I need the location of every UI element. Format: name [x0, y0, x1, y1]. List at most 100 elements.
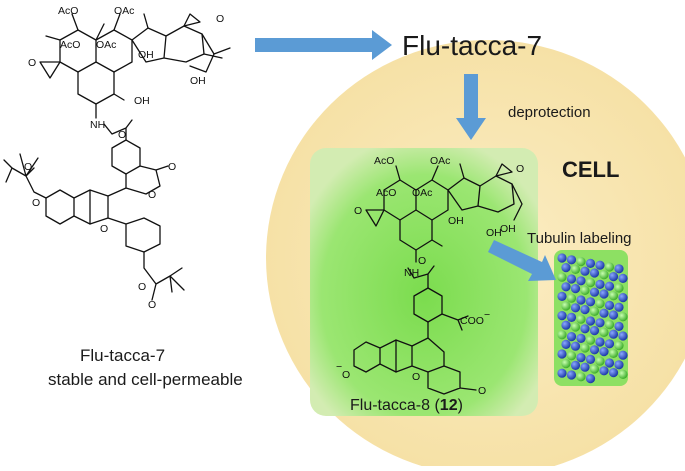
svg-text:O: O: [216, 13, 224, 25]
svg-text:O: O: [138, 281, 146, 293]
alpha-tubulin-sphere: [608, 310, 619, 320]
alpha-tubulin-sphere: [576, 353, 586, 363]
svg-text:O: O: [412, 371, 420, 383]
alpha-tubulin-sphere: [566, 370, 577, 380]
alpha-tubulin-sphere: [595, 279, 605, 289]
alpha-tubulin-sphere: [595, 260, 605, 270]
alpha-tubulin-sphere: [566, 274, 577, 284]
svg-text:OH: OH: [138, 49, 154, 61]
product-name-label: Flu-tacca-8 (12): [350, 397, 463, 415]
beta-tubulin-sphere: [557, 272, 567, 282]
alpha-tubulin-sphere: [618, 350, 628, 360]
alpha-tubulin-sphere: [604, 358, 615, 368]
alpha-tubulin-sphere: [557, 291, 567, 301]
svg-text:OH: OH: [190, 75, 206, 87]
svg-text:O: O: [342, 369, 350, 381]
alpha-tubulin-sphere: [566, 332, 577, 342]
beta-tubulin-sphere: [599, 270, 609, 280]
beta-tubulin-sphere: [585, 278, 596, 288]
alpha-tubulin-sphere: [618, 273, 628, 283]
alpha-tubulin-sphere: [599, 289, 609, 299]
alpha-tubulin-sphere: [608, 272, 619, 282]
svg-text:O: O: [28, 57, 36, 69]
beta-tubulin-sphere: [580, 343, 590, 353]
beta-tubulin-sphere: [614, 283, 624, 293]
alpha-tubulin-sphere: [570, 303, 581, 313]
alpha-tubulin-sphere: [580, 362, 590, 372]
alpha-tubulin-sphere: [580, 305, 590, 315]
svg-text:OAc: OAc: [114, 5, 134, 17]
deprotection-label: deprotection: [508, 104, 591, 121]
beta-tubulin-sphere: [618, 312, 628, 322]
left-name-label: Flu-tacca-7: [80, 346, 166, 365]
alpha-tubulin-sphere: [599, 308, 609, 318]
svg-text:OAc: OAc: [412, 187, 432, 199]
alpha-tubulin-sphere: [576, 295, 586, 305]
arrow-deprotection: [456, 74, 486, 140]
beta-tubulin-sphere: [585, 335, 596, 345]
beta-tubulin-sphere: [595, 299, 605, 309]
svg-text:OH: OH: [486, 227, 502, 239]
alpha-tubulin-sphere: [585, 258, 596, 268]
alpha-tubulin-sphere: [580, 266, 590, 276]
alpha-tubulin-sphere: [604, 300, 615, 310]
alpha-tubulin-sphere: [576, 276, 586, 286]
left-molecule: [3, 13, 231, 301]
beta-tubulin-sphere: [580, 285, 590, 295]
svg-text:O: O: [354, 205, 362, 217]
tubulin-structure: [557, 253, 628, 384]
svg-text:O: O: [24, 161, 32, 173]
alpha-tubulin-sphere: [604, 339, 615, 349]
svg-text:NH: NH: [404, 267, 419, 279]
alpha-tubulin-sphere: [557, 349, 567, 359]
svg-text:O: O: [478, 385, 486, 397]
alpha-tubulin-sphere: [599, 366, 609, 376]
alpha-tubulin-sphere: [599, 347, 609, 357]
arrow-to-target: [255, 30, 392, 60]
target-label: Flu-tacca-7: [402, 30, 543, 61]
cell-label: CELL: [562, 157, 620, 182]
alpha-tubulin-sphere: [614, 302, 624, 312]
svg-text:O: O: [418, 255, 426, 267]
beta-tubulin-sphere: [608, 348, 619, 358]
alpha-tubulin-sphere: [561, 320, 571, 330]
alpha-tubulin-sphere: [595, 337, 605, 347]
alpha-tubulin-sphere: [566, 312, 577, 322]
tubulin-label: Tubulin labeling: [527, 230, 632, 247]
beta-tubulin-sphere: [589, 306, 600, 316]
beta-tubulin-sphere: [604, 320, 615, 330]
beta-tubulin-sphere: [566, 351, 577, 361]
alpha-tubulin-sphere: [595, 318, 605, 328]
alpha-tubulin-sphere: [608, 329, 619, 339]
svg-text:−: −: [336, 361, 342, 373]
beta-tubulin-sphere: [618, 369, 628, 379]
svg-text:O: O: [148, 299, 156, 311]
beta-tubulin-sphere: [608, 291, 619, 301]
alpha-tubulin-sphere: [608, 368, 619, 378]
product-green-box: [310, 148, 538, 416]
svg-text:AcO: AcO: [376, 187, 396, 199]
alpha-tubulin-sphere: [580, 324, 590, 334]
svg-text:O: O: [118, 129, 126, 141]
svg-text:AcO: AcO: [58, 5, 78, 17]
alpha-tubulin-sphere: [614, 264, 624, 274]
svg-text:OAc: OAc: [96, 39, 116, 51]
product-molecule: [353, 163, 523, 395]
alpha-tubulin-sphere: [585, 316, 596, 326]
alpha-tubulin-sphere: [561, 339, 571, 349]
alpha-tubulin-sphere: [589, 287, 600, 297]
alpha-tubulin-sphere: [614, 321, 624, 331]
product-name-close: ): [457, 397, 463, 414]
alpha-tubulin-sphere: [570, 341, 581, 351]
alpha-tubulin-sphere: [585, 297, 596, 307]
beta-tubulin-sphere: [576, 314, 586, 324]
beta-tubulin-sphere: [595, 356, 605, 366]
beta-tubulin-sphere: [570, 264, 581, 274]
svg-text:NH: NH: [90, 119, 105, 131]
product-name-text: Flu-tacca-8 (: [350, 397, 440, 414]
alpha-tubulin-sphere: [561, 263, 571, 273]
alpha-tubulin-sphere: [557, 368, 567, 378]
alpha-tubulin-sphere: [585, 374, 596, 384]
alpha-tubulin-sphere: [557, 253, 567, 263]
